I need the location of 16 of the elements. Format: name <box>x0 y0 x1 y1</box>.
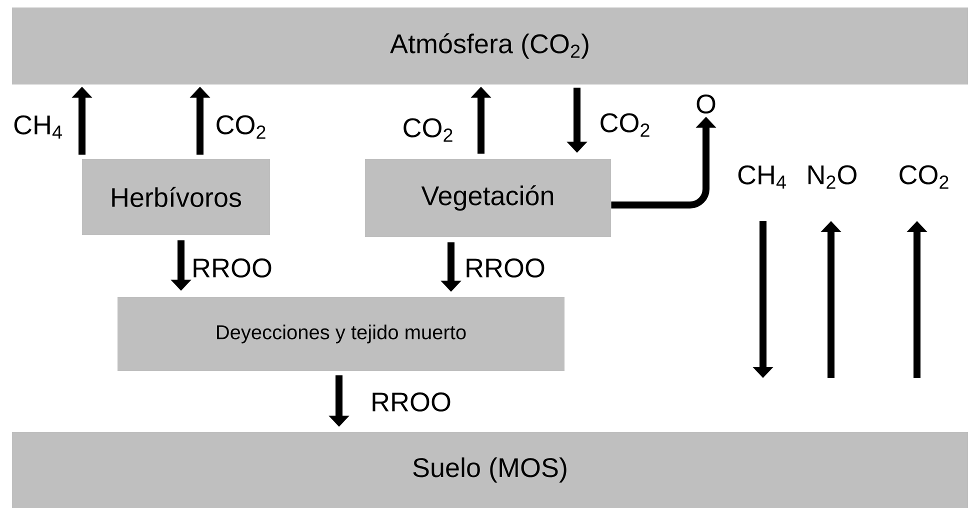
gas-label: CO$_{2}$ <box>900 165 948 189</box>
edge-label: RROO <box>194 258 272 278</box>
edge-label: CO$_{2}$ <box>404 118 452 142</box>
edge-label: CO$_{2}$ <box>600 113 650 137</box>
process-box: Vegetación <box>365 159 611 237</box>
gas-label: CH$_{4}$ <box>738 165 786 189</box>
process-box: Herbívoros <box>82 159 270 235</box>
edge-label: RROO <box>372 392 450 412</box>
edge-label: RROO <box>466 258 544 278</box>
band-box: Suelo (MOS) <box>12 432 968 508</box>
process-box: Deyecciones y tejido muerto <box>118 297 564 371</box>
text-label: O <box>696 94 716 114</box>
edge-label: CO$_{2}$ <box>216 115 266 139</box>
band-box: Atmósfera (CO$_{2}$) <box>12 8 968 84</box>
gas-label: N$_{2}$O <box>808 165 856 189</box>
edge-label: CH$_{4}$ <box>14 115 62 139</box>
